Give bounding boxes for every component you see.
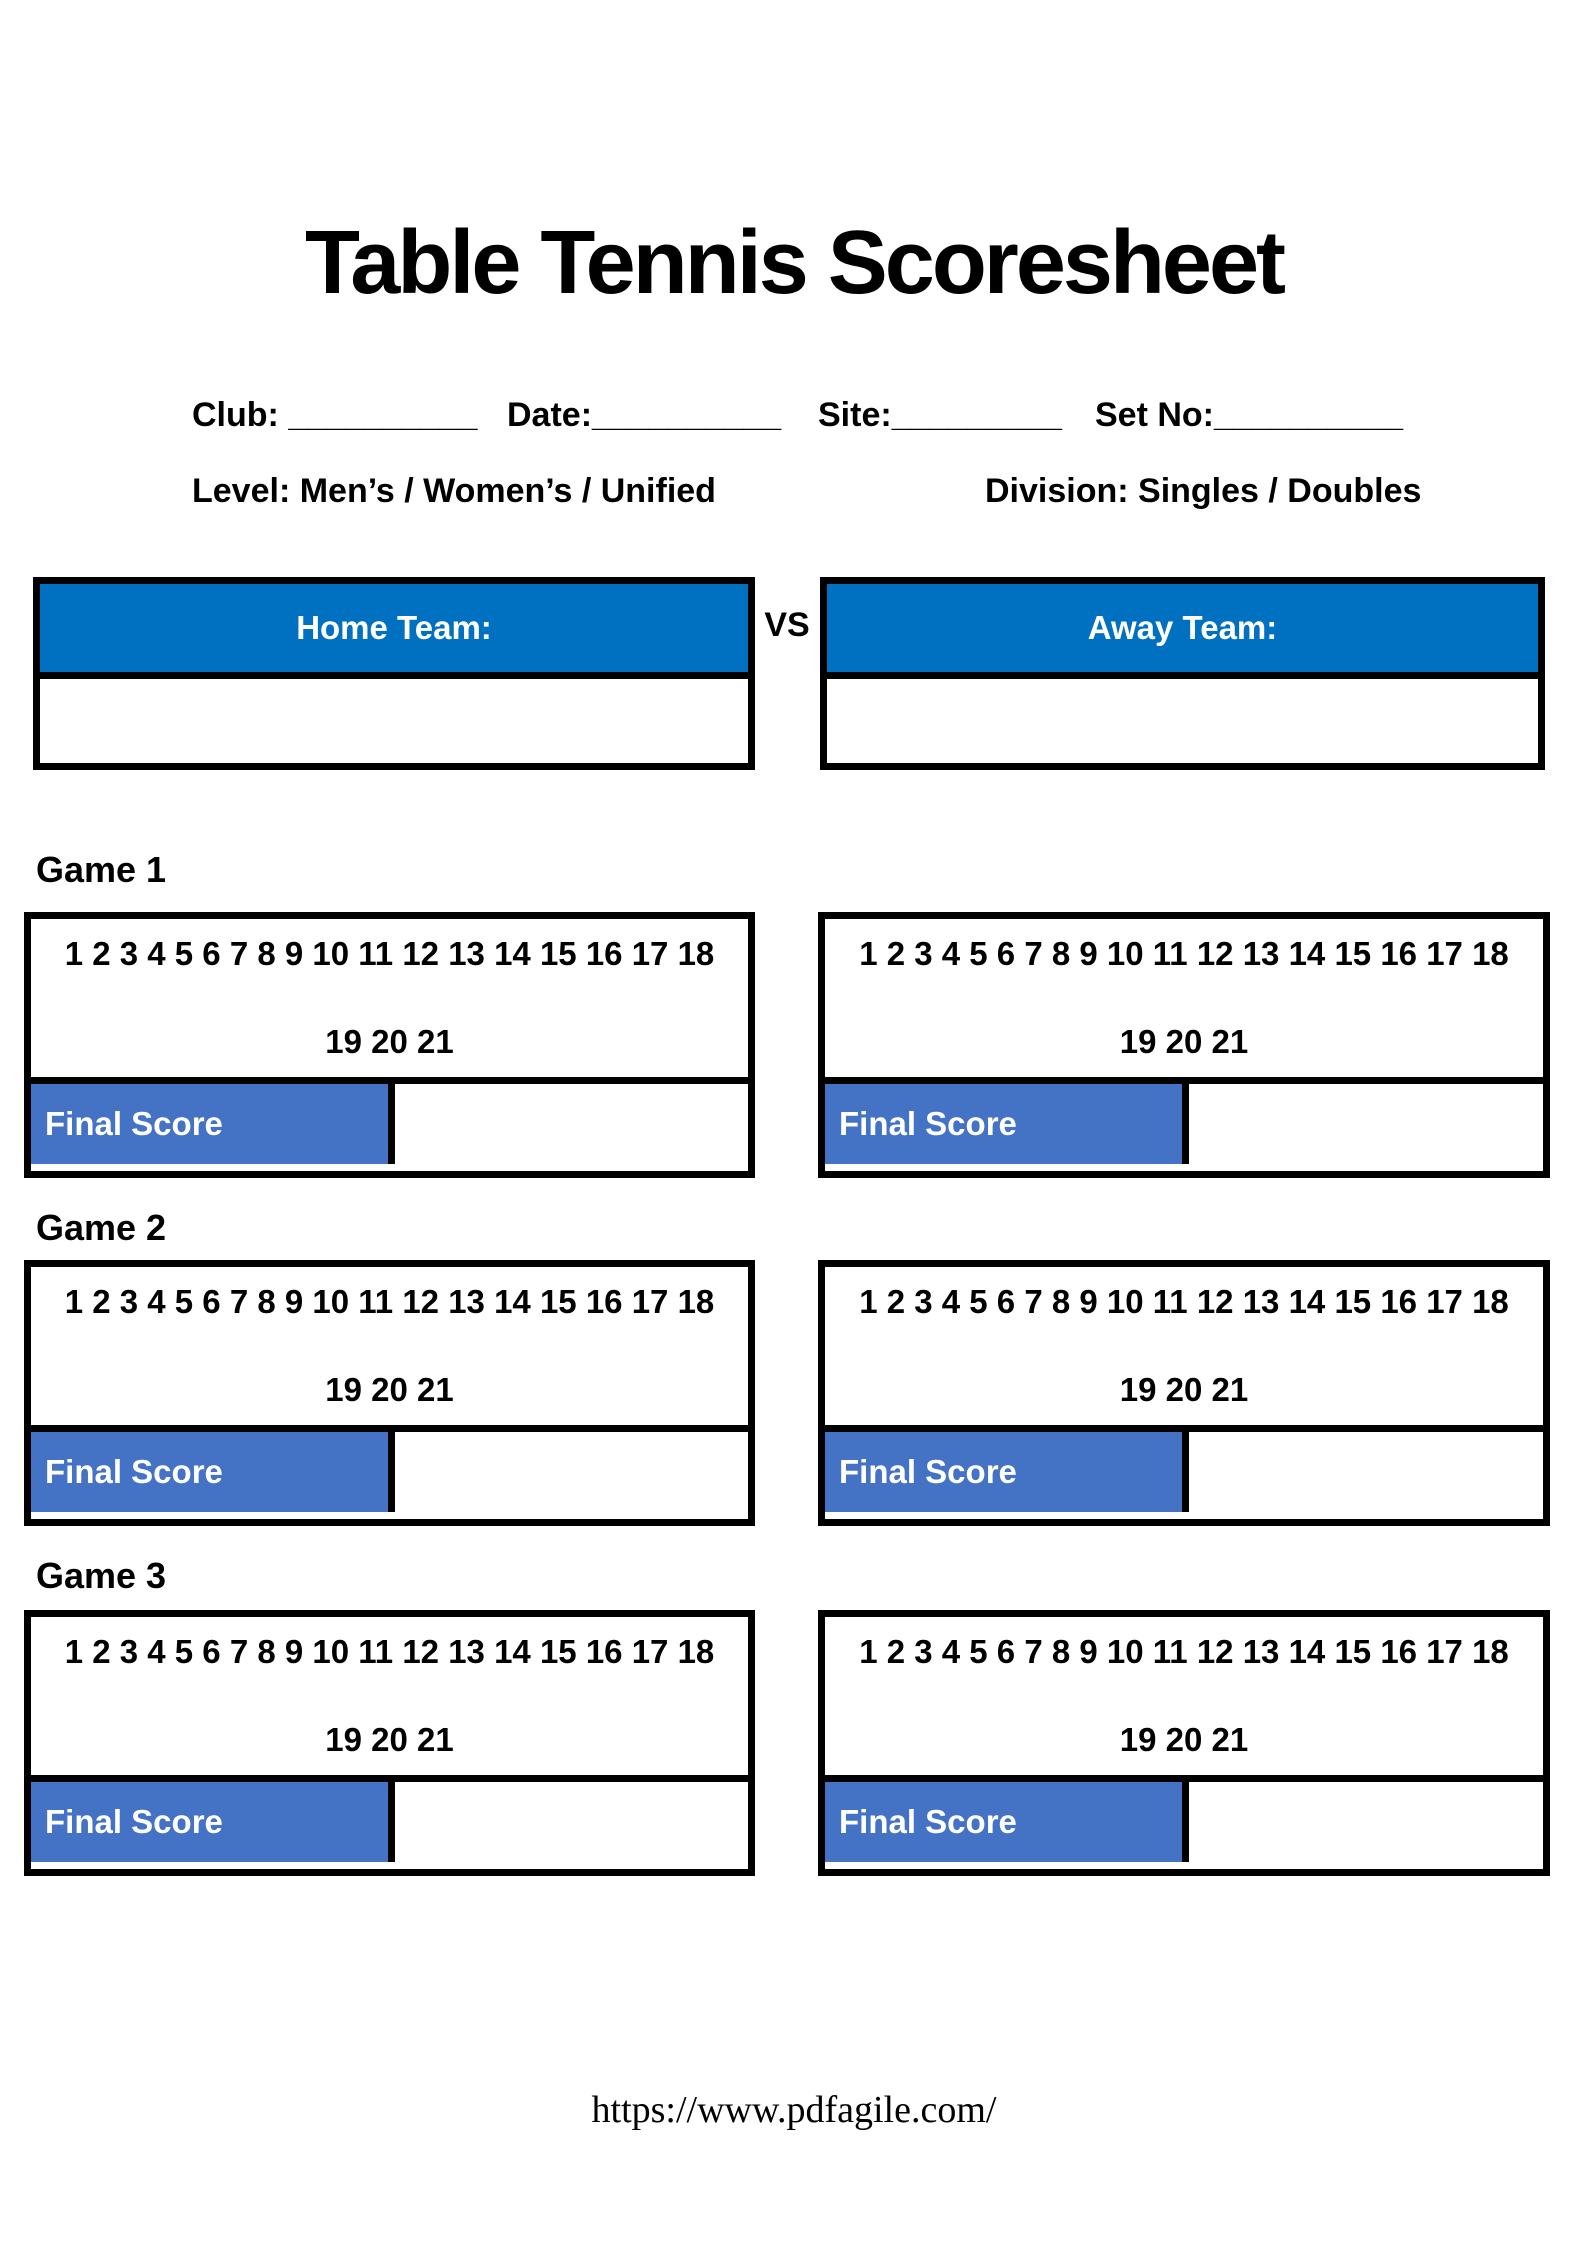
club-field: Club: __________ — [192, 396, 477, 435]
set-no-label: Set No: — [1095, 396, 1214, 434]
game-2-home-final-row: Final Score — [31, 1432, 748, 1512]
site-label: Site: — [818, 396, 892, 434]
game-1-away-final-score-value-cell[interactable] — [1189, 1084, 1543, 1164]
division-label: Division: Singles / Doubles — [985, 472, 1422, 510]
game-2-away-final-score-label-cell: Final Score — [825, 1432, 1189, 1512]
final-score-label: Final Score — [839, 1453, 1017, 1490]
game-2-heading: Game 2 — [36, 1207, 167, 1248]
date-label: Date: — [507, 396, 593, 434]
points-line-19-21: 19 20 21 — [325, 1721, 454, 1759]
game-1-home-final-score-label-cell: Final Score — [31, 1084, 395, 1164]
final-score-label: Final Score — [839, 1803, 1017, 1840]
points-line-19-21: 19 20 21 — [325, 1023, 454, 1061]
game-2-home-final-score-value-cell[interactable] — [395, 1432, 748, 1512]
points-line-19-21: 19 20 21 — [325, 1371, 454, 1409]
game-2-home-score-table: 1 2 3 4 5 6 7 8 9 10 11 12 13 14 15 16 1… — [24, 1260, 755, 1526]
home-team-label: Home Team: — [296, 609, 492, 646]
game-1-home-score-table: 1 2 3 4 5 6 7 8 9 10 11 12 13 14 15 16 1… — [24, 912, 755, 1178]
away-team-name-cell[interactable] — [827, 679, 1538, 763]
game-3-home-score-table: 1 2 3 4 5 6 7 8 9 10 11 12 13 14 15 16 1… — [24, 1610, 755, 1876]
game-1-away-points: 1 2 3 4 5 6 7 8 9 10 11 12 13 14 15 16 1… — [825, 919, 1543, 1084]
game-3-home-final-score-value-cell[interactable] — [395, 1782, 748, 1862]
points-line-1-18: 1 2 3 4 5 6 7 8 9 10 11 12 13 14 15 16 1… — [64, 1633, 715, 1670]
site-blank-line[interactable]: _________ — [891, 396, 1062, 434]
game-1-home-final-row: Final Score — [31, 1084, 748, 1164]
game-2-away-final-score-value-cell[interactable] — [1189, 1432, 1543, 1512]
game-3-heading: Game 3 — [36, 1555, 167, 1596]
site-field: Site:_________ — [818, 396, 1062, 435]
points-line-19-21: 19 20 21 — [1119, 1721, 1249, 1759]
game-2-away-points: 1 2 3 4 5 6 7 8 9 10 11 12 13 14 15 16 1… — [825, 1267, 1543, 1432]
points-line-19-21: 19 20 21 — [1119, 1023, 1249, 1061]
game-1-home-final-score-value-cell[interactable] — [395, 1084, 748, 1164]
game-1-heading: Game 1 — [36, 849, 167, 890]
club-label: Club: — [192, 396, 289, 434]
game-2-home-final-score-label-cell: Final Score — [31, 1432, 395, 1512]
vs-label: VS — [764, 606, 810, 644]
game-2-away-score-table: 1 2 3 4 5 6 7 8 9 10 11 12 13 14 15 16 1… — [818, 1260, 1550, 1526]
points-line-1-18: 1 2 3 4 5 6 7 8 9 10 11 12 13 14 15 16 1… — [64, 1283, 715, 1320]
game-1-away-final-score-label-cell: Final Score — [825, 1084, 1189, 1164]
away-team-label: Away Team: — [1087, 609, 1278, 646]
home-team-name-cell[interactable] — [40, 679, 748, 763]
points-line-19-21: 19 20 21 — [1119, 1371, 1249, 1409]
game-3-home-final-score-label-cell: Final Score — [31, 1782, 395, 1862]
set-no-blank-line[interactable]: __________ — [1214, 396, 1404, 434]
game-3-home-final-row: Final Score — [31, 1782, 748, 1862]
points-line-1-18: 1 2 3 4 5 6 7 8 9 10 11 12 13 14 15 16 1… — [64, 935, 715, 972]
points-line-1-18: 1 2 3 4 5 6 7 8 9 10 11 12 13 14 15 16 1… — [859, 1283, 1509, 1320]
game-3-away-final-score-value-cell[interactable] — [1189, 1782, 1543, 1862]
game-3-away-final-row: Final Score — [825, 1782, 1543, 1862]
game-3-home-points: 1 2 3 4 5 6 7 8 9 10 11 12 13 14 15 16 1… — [31, 1617, 748, 1782]
game-3-away-score-table: 1 2 3 4 5 6 7 8 9 10 11 12 13 14 15 16 1… — [818, 1610, 1550, 1876]
club-blank-line[interactable]: __________ — [288, 396, 478, 434]
level-label: Level: Men’s / Women’s / Unified — [192, 472, 716, 510]
away-team-header: Away Team: — [827, 584, 1538, 679]
points-line-1-18: 1 2 3 4 5 6 7 8 9 10 11 12 13 14 15 16 1… — [859, 1633, 1509, 1670]
final-score-label: Final Score — [45, 1453, 223, 1490]
game-1-away-final-row: Final Score — [825, 1084, 1543, 1164]
final-score-label: Final Score — [45, 1105, 223, 1142]
game-1-away-score-table: 1 2 3 4 5 6 7 8 9 10 11 12 13 14 15 16 1… — [818, 912, 1550, 1178]
game-2-away-final-row: Final Score — [825, 1432, 1543, 1512]
page-title: Table Tennis Scoresheet — [305, 213, 1286, 313]
home-team-table: Home Team: — [33, 577, 755, 770]
game-1-home-points: 1 2 3 4 5 6 7 8 9 10 11 12 13 14 15 16 1… — [31, 919, 748, 1084]
date-blank-line[interactable]: __________ — [592, 396, 782, 434]
set-no-field: Set No:__________ — [1095, 396, 1403, 435]
date-field: Date:__________ — [507, 396, 781, 435]
points-line-1-18: 1 2 3 4 5 6 7 8 9 10 11 12 13 14 15 16 1… — [859, 935, 1509, 972]
game-3-away-points: 1 2 3 4 5 6 7 8 9 10 11 12 13 14 15 16 1… — [825, 1617, 1543, 1782]
home-team-header: Home Team: — [40, 584, 748, 679]
final-score-label: Final Score — [839, 1105, 1017, 1142]
footer-url-link[interactable]: https://www.pdfagile.com/ — [591, 2089, 997, 2131]
game-3-away-final-score-label-cell: Final Score — [825, 1782, 1189, 1862]
final-score-label: Final Score — [45, 1803, 223, 1840]
game-2-home-points: 1 2 3 4 5 6 7 8 9 10 11 12 13 14 15 16 1… — [31, 1267, 748, 1432]
away-team-table: Away Team: — [820, 577, 1545, 770]
